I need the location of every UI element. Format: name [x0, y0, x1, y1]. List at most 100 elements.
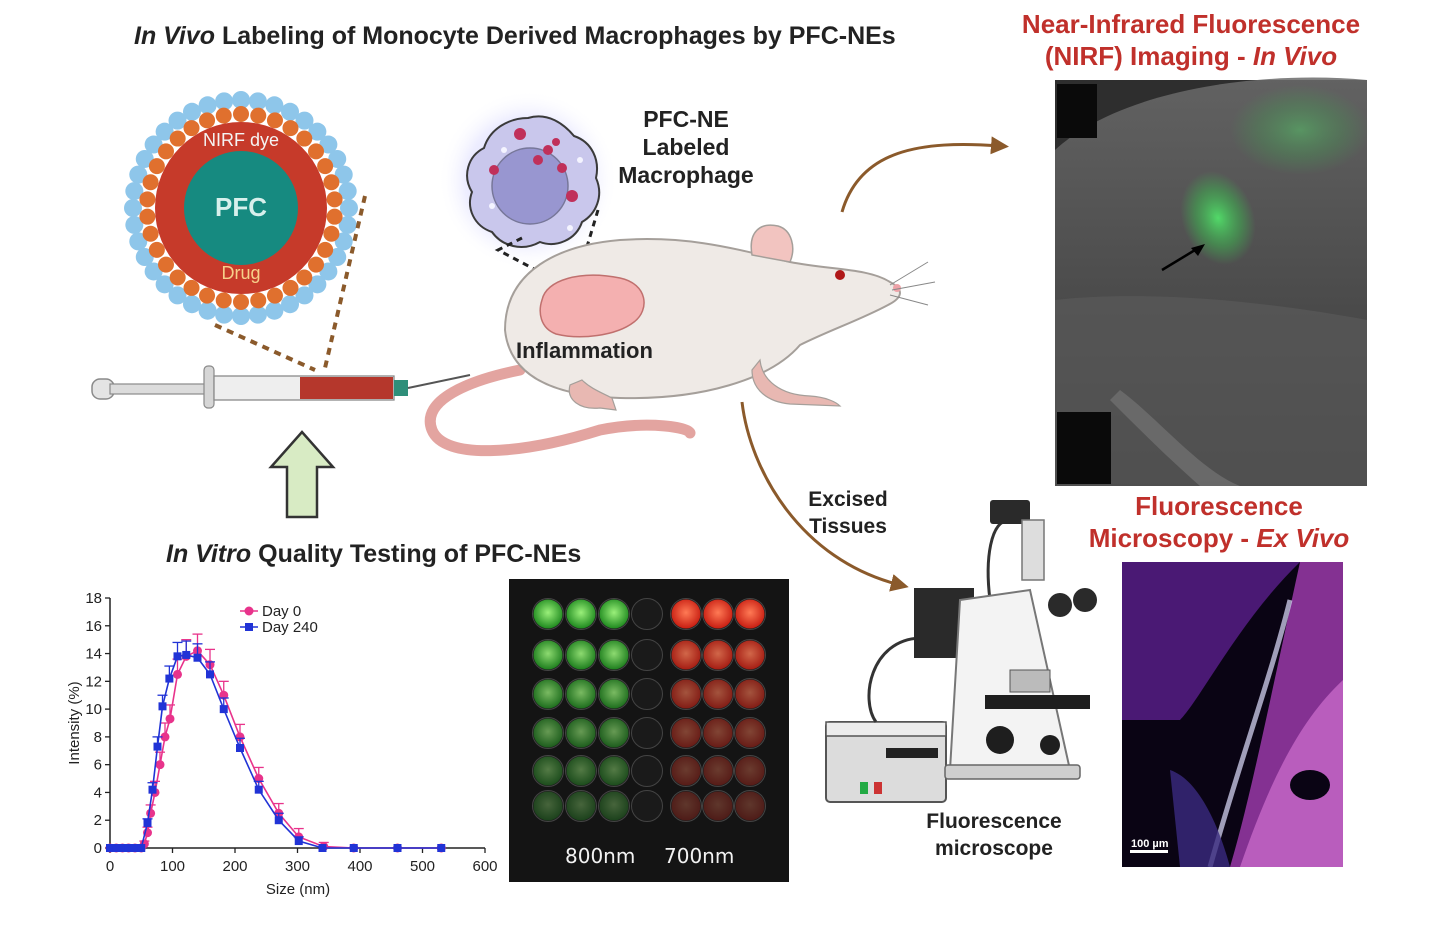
lipid-bead	[155, 122, 174, 141]
drug-bead	[326, 191, 343, 208]
plate-well-fill	[735, 679, 765, 709]
plate-well-fill	[703, 718, 733, 748]
fluorescence-image	[1122, 562, 1343, 868]
macrophage-label: PFC-NE Labeled Macrophage	[600, 105, 772, 189]
main-title-italic: In Vivo	[134, 22, 216, 50]
lipid-bead	[144, 135, 163, 154]
plate-well-fill	[533, 718, 563, 748]
lipid-bead	[125, 182, 144, 201]
data-point	[437, 844, 446, 852]
fm-title-line1: Fluorescence	[1135, 491, 1303, 521]
plate-well-fill	[566, 718, 596, 748]
drug-bead	[215, 292, 232, 309]
drug-bead	[142, 174, 159, 191]
lipid-bead	[155, 275, 174, 294]
drug-bead	[148, 241, 165, 258]
drug-bead	[199, 287, 216, 304]
drug-bead	[199, 112, 216, 129]
lipid-bead	[198, 301, 217, 320]
arrow-to-nirf	[840, 136, 1009, 213]
wavelength-700-label: 700nm	[664, 844, 735, 868]
plate-well-fill	[703, 640, 733, 670]
drug-bead	[169, 130, 186, 147]
lipid-bead	[232, 307, 250, 325]
plate-well-fill	[599, 640, 629, 670]
drug-bead	[233, 294, 249, 310]
drug-bead	[250, 107, 267, 124]
nirf-image	[1055, 77, 1370, 486]
data-point	[160, 732, 170, 742]
data-point	[173, 652, 182, 661]
data-point	[137, 844, 146, 852]
data-point	[165, 674, 174, 683]
lipid-inner-beads	[139, 106, 343, 310]
lipid-bead	[125, 215, 144, 234]
drug-label: Drug	[221, 263, 261, 283]
plate-well-fill	[566, 756, 596, 786]
drug-bead	[266, 112, 283, 129]
plate-well-fill	[703, 756, 733, 786]
inflammation-label: Inflammation	[516, 338, 653, 363]
data-point	[206, 670, 214, 679]
lipid-bead	[168, 286, 187, 305]
pfc-core	[184, 151, 298, 265]
drug-bead	[266, 287, 283, 304]
invitro-title-rest: Quality Testing of PFC-NEs	[251, 540, 582, 568]
plate-well-fill	[599, 756, 629, 786]
drug-bead	[326, 208, 343, 225]
drug-bead	[308, 143, 325, 160]
plate-well-fill	[533, 679, 563, 709]
excised-tissues-label: Excised Tissues	[790, 486, 906, 540]
drug-bead	[157, 256, 174, 273]
lipid-bead	[265, 96, 284, 115]
drug-bead	[142, 225, 159, 242]
data-point	[148, 785, 157, 794]
drug-bead	[183, 120, 200, 137]
y-tick-label: 4	[94, 784, 102, 801]
excised-line1: Excised	[808, 488, 888, 511]
zoom-line-right	[323, 195, 367, 369]
data-point	[173, 669, 182, 679]
lipid-bead	[319, 262, 338, 281]
nirf-title-line1: Near-Infrared Fluorescence	[1021, 9, 1361, 39]
lipid-bead	[182, 295, 201, 314]
y-tick-label: 2	[94, 812, 102, 829]
series-day-240	[106, 640, 446, 852]
plate-well-fill	[735, 756, 765, 786]
data-point	[143, 819, 152, 827]
data-point	[153, 742, 162, 751]
scale-bar-label: 100 µm	[1131, 838, 1169, 850]
y-tick-label: 6	[94, 757, 102, 774]
fm-title: Fluorescence Microscopy - Ex Vivo	[1074, 490, 1364, 554]
plate-well	[631, 755, 663, 787]
y-tick-label: 18	[85, 590, 102, 607]
fm-title-plain: Microscopy -	[1088, 523, 1257, 553]
wavelength-800-label: 800nm	[565, 844, 636, 868]
macrophage-label-line3: Macrophage	[618, 162, 754, 188]
lipid-bead	[338, 182, 357, 201]
x-tick-label: 100	[160, 858, 185, 875]
drug-bead	[157, 143, 174, 160]
fm-title-line2: Microscopy - Ex Vivo	[1074, 522, 1364, 554]
plate-well-fill	[599, 679, 629, 709]
y-tick-label: 14	[85, 646, 102, 663]
lipid-bead	[295, 111, 314, 130]
lipid-bead	[281, 295, 300, 314]
plate-well-fill	[671, 640, 701, 670]
y-tick-label: 16	[85, 618, 102, 635]
data-point	[118, 844, 127, 852]
data-point	[155, 760, 165, 770]
plate-well-fill	[533, 756, 563, 786]
plate-well-fill	[599, 599, 629, 629]
drug-bead	[139, 191, 156, 208]
plate-well-fill	[735, 599, 765, 629]
data-point	[131, 844, 139, 852]
plate-well-fill	[533, 791, 563, 821]
x-tick-label: 300	[285, 858, 310, 875]
lipid-bead	[215, 92, 234, 111]
plate-well-fill	[735, 791, 765, 821]
